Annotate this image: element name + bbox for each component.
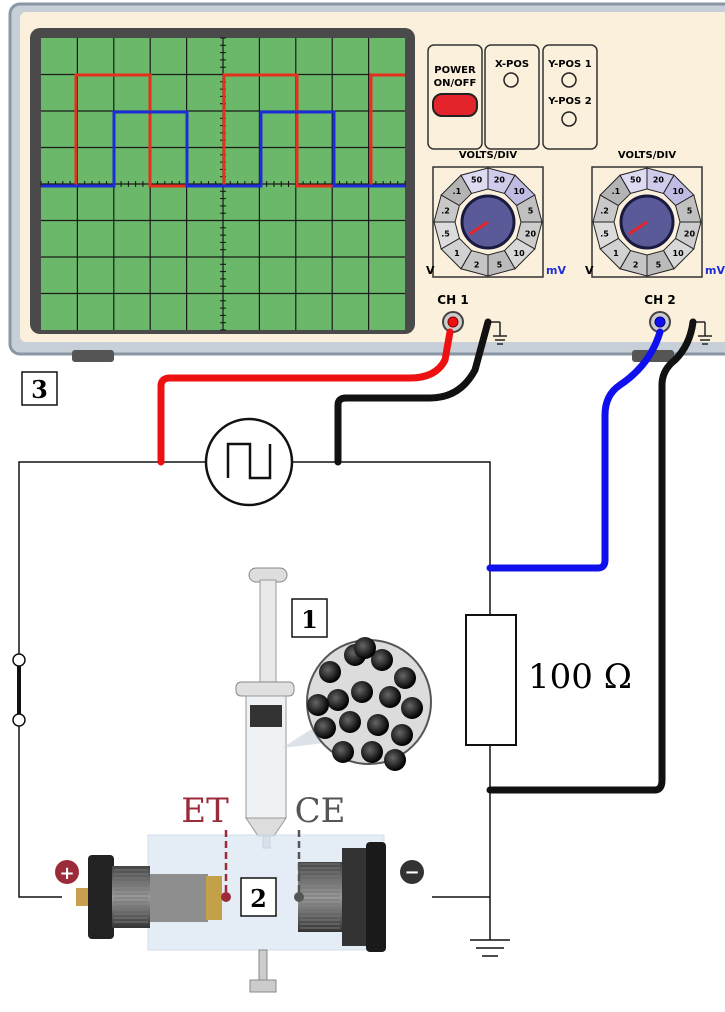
- particle: [379, 686, 401, 708]
- volts-div-label: VOLTS/DIV: [459, 150, 517, 161]
- et-marker: [221, 830, 231, 902]
- ypos1-label: Y-POS 1: [547, 59, 591, 70]
- ch1-trace: [41, 73, 405, 188]
- syringe: [235, 567, 295, 849]
- electrode-coil: [114, 863, 340, 929]
- unit-mv-label: mV: [546, 264, 566, 277]
- xpos-panel: X-POS: [484, 44, 540, 150]
- ypos-panel: Y-POS 1 Y-POS 2: [542, 44, 598, 150]
- particle: [367, 714, 389, 736]
- dial-value: 1: [454, 249, 460, 258]
- scope-foot-left: [72, 350, 114, 362]
- dial-value: .5: [441, 229, 450, 238]
- power-label-2: ON/OFF: [434, 78, 477, 89]
- ypos1-knob[interactable]: [561, 72, 577, 88]
- ground-icon: [470, 939, 510, 957]
- dial-value: .2: [441, 207, 450, 216]
- unit-v-label: V: [426, 264, 435, 277]
- dial-value: 2: [633, 261, 639, 270]
- particle: [332, 741, 354, 763]
- dial-value: 50: [471, 175, 483, 184]
- power-button-panel: POWER ON/OFF: [427, 44, 483, 150]
- ch2-trace: [41, 110, 405, 188]
- probe-cables: [157, 318, 697, 794]
- dial-value: 5: [656, 261, 662, 270]
- ch1-input-connector[interactable]: [442, 311, 464, 333]
- svg-text:+: +: [59, 863, 74, 884]
- dial-value: .5: [600, 229, 609, 238]
- particle: [401, 697, 423, 719]
- dial-value: 5: [497, 261, 503, 270]
- particle-magnifier: [306, 637, 432, 771]
- particle: [307, 694, 329, 716]
- particle: [339, 711, 361, 733]
- label-box-1: 1: [291, 598, 328, 638]
- particle: [391, 724, 413, 746]
- resistor: [465, 614, 517, 746]
- particle: [351, 681, 373, 703]
- particle: [384, 749, 406, 771]
- dial-value: 1: [613, 249, 619, 258]
- resistor-label: 100 Ω: [528, 657, 632, 697]
- minus-terminal-icon: −: [400, 860, 424, 884]
- xpos-label: X-POS: [495, 59, 529, 70]
- dial-value: .1: [453, 187, 462, 196]
- oscilloscope: POWER ON/OFF X-POS Y-POS 1 Y-POS 2 VOLTS…: [8, 2, 725, 362]
- dial-pointer: [469, 220, 489, 236]
- scope-screen: [30, 28, 415, 334]
- svg-text:−: −: [404, 862, 419, 883]
- dial-value: 20: [653, 175, 665, 184]
- unit-v-label: V: [585, 264, 594, 277]
- ch2-label: CH 2: [644, 293, 675, 307]
- ce-label: CE: [295, 791, 346, 831]
- particle: [319, 661, 341, 683]
- particle: [394, 667, 416, 689]
- dial-value: 10: [673, 187, 685, 196]
- particle: [327, 689, 349, 711]
- particle: [361, 741, 383, 763]
- et-label: ET: [181, 791, 229, 831]
- electrochemical-cell: [76, 834, 386, 993]
- label-box-3: 3: [21, 371, 58, 406]
- ch1-label: CH 1: [437, 293, 468, 307]
- dial-value: .1: [612, 187, 621, 196]
- square-wave-icon: [226, 442, 272, 480]
- ypos2-label: Y-POS 2: [547, 96, 591, 107]
- particle: [314, 717, 336, 739]
- dial-pointer: [628, 220, 648, 236]
- switch[interactable]: [12, 653, 26, 727]
- ypos2-knob[interactable]: [561, 111, 577, 127]
- label-box-2: 2: [240, 877, 277, 917]
- dial-value: .2: [600, 207, 609, 216]
- unit-mv-label: mV: [705, 264, 725, 277]
- dial-value: 10: [514, 187, 526, 196]
- dial-value: 50: [630, 175, 642, 184]
- particle: [354, 637, 376, 659]
- ce-marker: [294, 830, 304, 902]
- dial-value: 20: [525, 229, 537, 238]
- dial-value: 5: [687, 207, 693, 216]
- svg-text:3: 3: [31, 375, 48, 404]
- dial-value: 10: [673, 249, 685, 258]
- function-generator: [204, 417, 294, 507]
- svg-text:2: 2: [250, 884, 267, 913]
- dial-value: 20: [684, 229, 696, 238]
- particle: [371, 649, 393, 671]
- volts-div-label: VOLTS/DIV: [618, 150, 676, 161]
- power-button[interactable]: [432, 93, 478, 117]
- dial-value: 2: [474, 261, 480, 270]
- power-label-1: POWER: [434, 65, 476, 76]
- svg-text:1: 1: [301, 605, 318, 634]
- ch1-ground-icon: [488, 321, 507, 345]
- plus-terminal-icon: +: [55, 860, 79, 884]
- dial-value: 10: [514, 249, 526, 258]
- xpos-knob[interactable]: [503, 72, 519, 88]
- dial-value: 5: [528, 207, 534, 216]
- dial-value: 20: [494, 175, 506, 184]
